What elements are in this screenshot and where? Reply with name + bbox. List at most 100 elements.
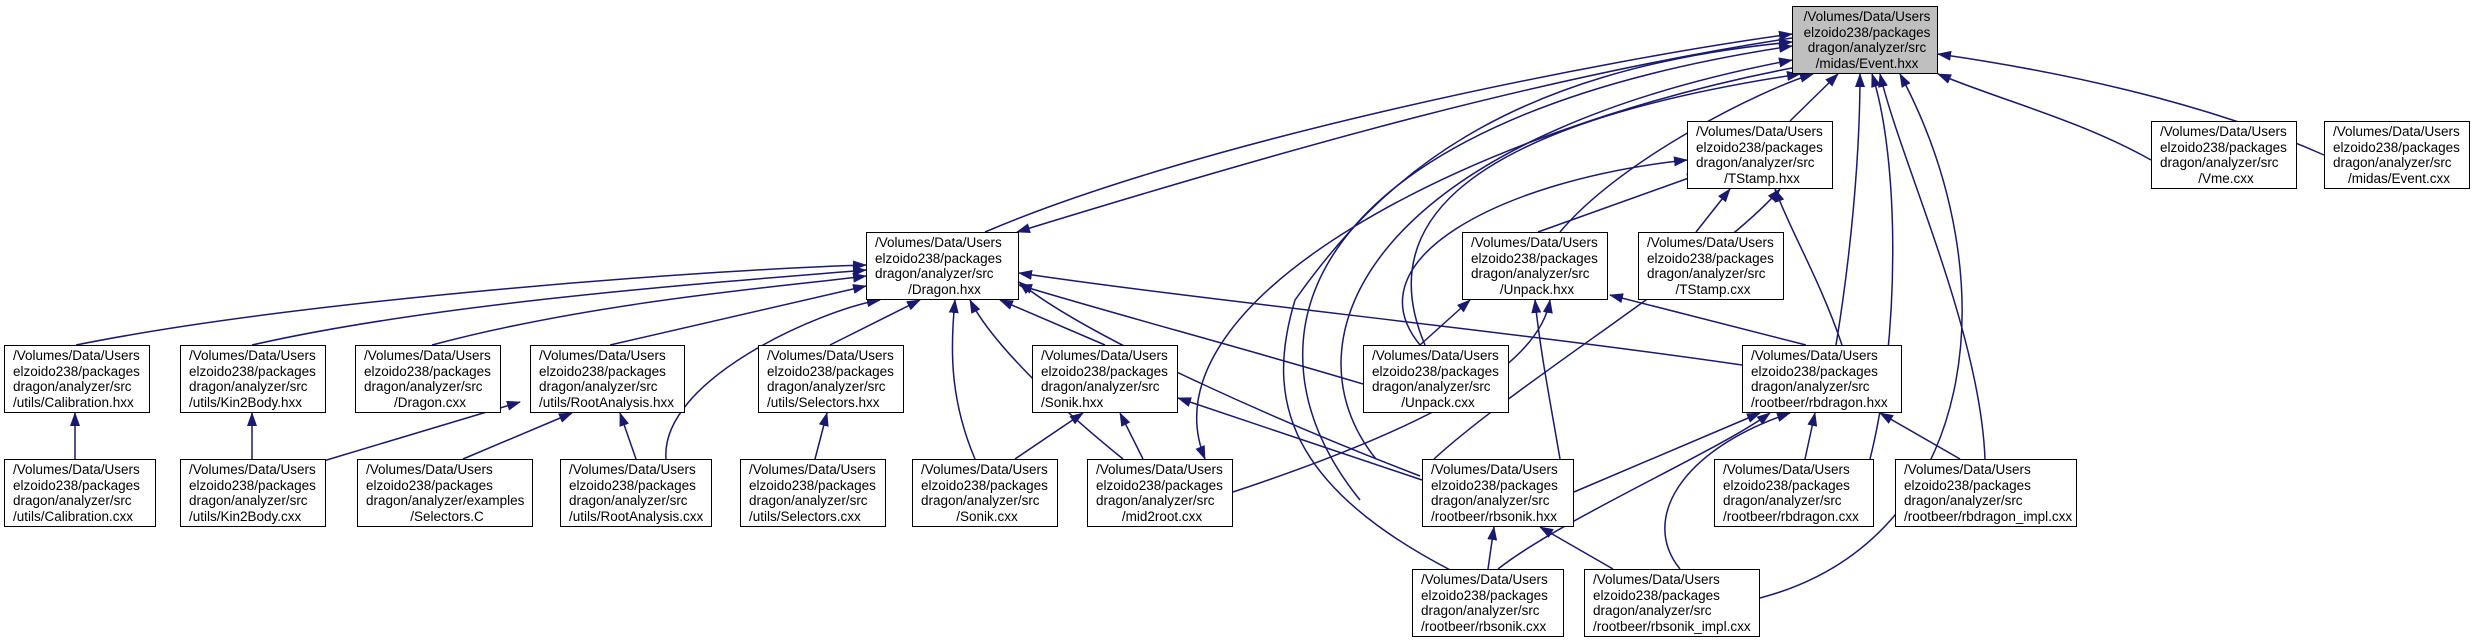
- node-rootanalysis-cxx[interactable]: /Volumes/Data/Users elzoido238/packages …: [560, 459, 712, 527]
- node-line: /Volumes/Data/Users: [1041, 348, 1168, 363]
- node-sonik-hxx[interactable]: /Volumes/Data/Users elzoido238/packages …: [1032, 345, 1178, 413]
- edge-35: [1531, 299, 1561, 460]
- node-line: dragon/analyzer/src: [875, 266, 994, 281]
- edge-32: [1014, 412, 1084, 460]
- node-line: /Volumes/Data/Users: [13, 462, 140, 477]
- node-line: dragon/analyzer/src: [1751, 379, 1870, 394]
- node-vme-cxx[interactable]: /Volumes/Data/Users elzoido238/packages …: [2151, 121, 2297, 189]
- edge-7: [1835, 73, 1865, 346]
- node-selectors-hxx[interactable]: /Volumes/Data/Users elzoido238/packages …: [758, 345, 904, 413]
- node-line: /utils/Kin2Body.hxx: [189, 394, 303, 410]
- node-rbdragon-impl-cxx[interactable]: /Volumes/Data/Users elzoido238/packages …: [1895, 459, 2077, 527]
- node-line: elzoido238/packages: [2333, 139, 2460, 155]
- node-line: /utils/Kin2Body.cxx: [189, 508, 302, 524]
- node-calibration-cxx[interactable]: /Volumes/Data/Users elzoido238/packages …: [4, 459, 156, 527]
- node-line: elzoido238/packages: [767, 363, 894, 379]
- node-calibration-hxx[interactable]: /Volumes/Data/Users elzoido238/packages …: [4, 345, 150, 413]
- edge-48: [814, 412, 829, 460]
- node-line: /Vme.cxx: [2198, 170, 2254, 186]
- node-line: /Volumes/Data/Users: [921, 462, 1048, 477]
- edge-23: [665, 297, 881, 460]
- node-line: dragon/analyzer/src: [921, 493, 1040, 508]
- node-line: elzoido238/packages: [366, 477, 493, 493]
- node-line: elzoido238/packages: [189, 477, 316, 493]
- node-kin2body-cxx[interactable]: /Volumes/Data/Users elzoido238/packages …: [180, 459, 326, 527]
- node-line: /Dragon.cxx: [393, 394, 467, 410]
- edge-21: [431, 272, 867, 346]
- edge-9: [1878, 73, 1986, 460]
- node-line: /utils/Calibration.hxx: [13, 394, 134, 410]
- node-rootanalysis-hxx[interactable]: /Volumes/Data/Users elzoido238/packages …: [530, 345, 685, 413]
- edge-46: [462, 412, 573, 460]
- edge-38: [1573, 412, 1761, 493]
- node-line: dragon/analyzer/src: [1096, 493, 1215, 508]
- edge-10: [1759, 73, 1963, 599]
- node-line: elzoido238/packages: [1803, 24, 1931, 40]
- node-rbdragon-cxx[interactable]: /Volumes/Data/Users elzoido238/packages …: [1714, 459, 1874, 527]
- node-line: elzoido238/packages: [1593, 587, 1720, 603]
- node-line: elzoido238/packages: [1723, 477, 1850, 493]
- node-rbsonik-hxx[interactable]: /Volumes/Data/Users elzoido238/packages …: [1422, 459, 1574, 527]
- edge-49: [1487, 526, 1498, 570]
- node-line: dragon/analyzer/src: [1041, 379, 1160, 394]
- edge-19: [75, 260, 867, 346]
- node-line: dragon/analyzer/src: [749, 493, 868, 508]
- node-line: elzoido238/packages: [1904, 477, 2031, 493]
- node-line: elzoido238/packages: [13, 477, 140, 493]
- node-line: elzoido238/packages: [875, 250, 1002, 266]
- node-line: dragon/analyzer/src: [2333, 155, 2452, 170]
- node-line: dragon/analyzer/src: [1647, 266, 1766, 281]
- node-line: dragon/analyzer/examples: [366, 493, 525, 508]
- edge-26: [948, 299, 976, 460]
- node-line: /TStamp.hxx: [1724, 170, 1800, 186]
- node-line: /Volumes/Data/Users: [539, 348, 666, 363]
- node-line: elzoido238/packages: [921, 477, 1048, 493]
- node-selectors-cxx[interactable]: /Volumes/Data/Users elzoido238/packages …: [740, 459, 886, 527]
- edge-16: [1774, 188, 1843, 346]
- node-line: dragon/analyzer/src: [2160, 155, 2279, 170]
- node-line: elzoido238/packages: [569, 477, 696, 493]
- node-selectors-c[interactable]: /Volumes/Data/Users elzoido238/packages …: [357, 459, 533, 527]
- edge-11: [1937, 73, 2152, 161]
- node-line: /Volumes/Data/Users: [767, 348, 894, 363]
- node-line: /Unpack.hxx: [1499, 281, 1575, 297]
- node-rbdragon-hxx[interactable]: /Volumes/Data/Users elzoido238/packages …: [1742, 345, 1902, 413]
- node-tstamp-cxx[interactable]: /Volumes/Data/Users elzoido238/packages …: [1638, 232, 1784, 300]
- node-dragon-hxx[interactable]: /Volumes/Data/Users elzoido238/packages …: [866, 232, 1019, 300]
- edge-22: [609, 284, 867, 346]
- edge-42: [1879, 412, 1961, 460]
- node-line: /Volumes/Data/Users: [2333, 124, 2460, 139]
- node-line: /Unpack.cxx: [1401, 394, 1475, 410]
- edge-0: [984, 30, 1793, 233]
- node-rbsonik-cxx[interactable]: /Volumes/Data/Users elzoido238/packages …: [1412, 569, 1564, 637]
- edge-50: [1539, 526, 1614, 570]
- node-tstamp-hxx[interactable]: /Volumes/Data/Users elzoido238/packages …: [1687, 121, 1833, 189]
- node-line: /Volumes/Data/Users: [875, 235, 1002, 250]
- node-line: /Volumes/Data/Users: [189, 462, 316, 477]
- node-line: /Volumes/Data/Users: [1593, 572, 1720, 587]
- node-line: dragon/analyzer/src: [1696, 155, 1815, 170]
- edge-3: [1410, 71, 1801, 346]
- node-unpack-cxx[interactable]: /Volumes/Data/Users elzoido238/packages …: [1363, 345, 1509, 413]
- node-kin2body-hxx[interactable]: /Volumes/Data/Users elzoido238/packages …: [180, 345, 326, 413]
- node-line: elzoido238/packages: [1647, 250, 1774, 266]
- node-line: dragon/analyzer/src: [1723, 493, 1842, 508]
- node-event-cxx[interactable]: /Volumes/Data/Users elzoido238/packages …: [2324, 121, 2470, 189]
- edge-13: [1789, 73, 1839, 122]
- node-sonik-cxx[interactable]: /Volumes/Data/Users elzoido238/packages …: [912, 459, 1058, 527]
- node-unpack-hxx[interactable]: /Volumes/Data/Users elzoido238/packages …: [1462, 232, 1608, 300]
- node-line: elzoido238/packages: [13, 363, 140, 379]
- edge-29: [1018, 284, 1364, 385]
- node-line: /Volumes/Data/Users: [364, 348, 491, 363]
- node-line: /Volumes/Data/Users: [189, 348, 316, 363]
- node-mid2root-cxx[interactable]: /Volumes/Data/Users elzoido238/packages …: [1087, 459, 1233, 527]
- edge-39: [1497, 412, 1771, 570]
- node-dragon-cxx[interactable]: /Volumes/Data/Users elzoido238/packages …: [355, 345, 501, 413]
- node-line: dragon/analyzer/src: [13, 493, 132, 508]
- node-line: /Volumes/Data/Users: [1696, 124, 1823, 139]
- node-line: /Volumes/Data/Users: [2160, 124, 2287, 139]
- node-line: elzoido238/packages: [2160, 139, 2287, 155]
- node-line: /Volumes/Data/Users: [1096, 462, 1223, 477]
- node-rbsonik-impl-cxx[interactable]: /Volumes/Data/Users elzoido238/packages …: [1584, 569, 1760, 637]
